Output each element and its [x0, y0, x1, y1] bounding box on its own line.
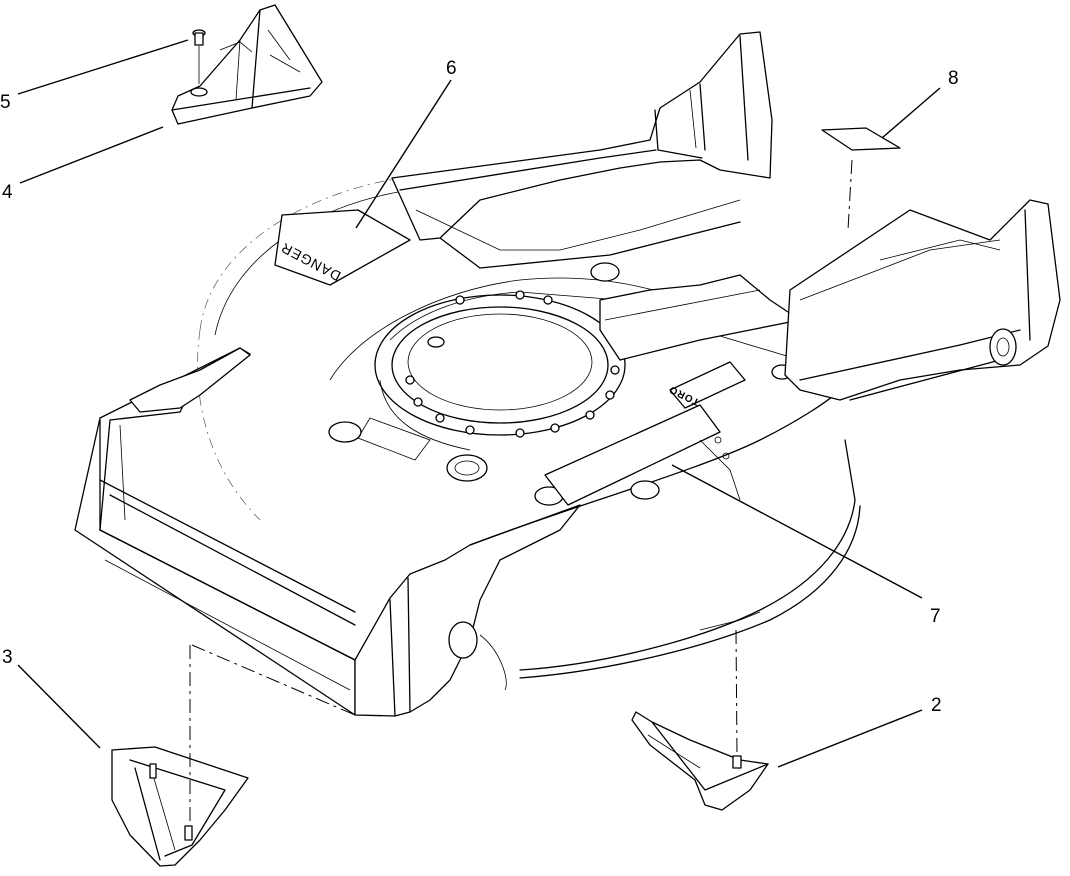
- leader-7: [671, 464, 923, 599]
- leader-5: [17, 39, 189, 95]
- side-rail: [699, 436, 741, 501]
- deck-decal: [544, 404, 721, 506]
- corner-skid-4: [171, 4, 323, 125]
- leader-8: [881, 87, 941, 139]
- screw-5: [192, 29, 206, 84]
- callout-6: 6: [446, 58, 457, 79]
- mount-bolts: [405, 290, 620, 438]
- leader-2: [777, 709, 923, 768]
- callout-3: 3: [2, 647, 13, 668]
- leader-6: [355, 79, 452, 229]
- callout-2: 2: [931, 695, 942, 716]
- callout-7: 7: [930, 606, 941, 627]
- callout-8: 8: [948, 68, 959, 89]
- danger-decal: DANGER: [274, 209, 411, 286]
- corner-skid-2: [631, 629, 769, 811]
- toro-logo-plate: TORO: [667, 361, 746, 409]
- callout-labels: 2 3 4 5 6 7 8: [0, 58, 959, 716]
- callout-5: 5: [0, 92, 11, 113]
- mower-deck-housing: [74, 31, 1061, 717]
- corner-skid-3: [111, 644, 356, 867]
- callout-4: 4: [2, 182, 13, 203]
- leader-lines: [17, 39, 941, 768]
- leader-3: [17, 664, 101, 749]
- rear-decal-8: [821, 127, 901, 231]
- leader-4: [19, 126, 164, 184]
